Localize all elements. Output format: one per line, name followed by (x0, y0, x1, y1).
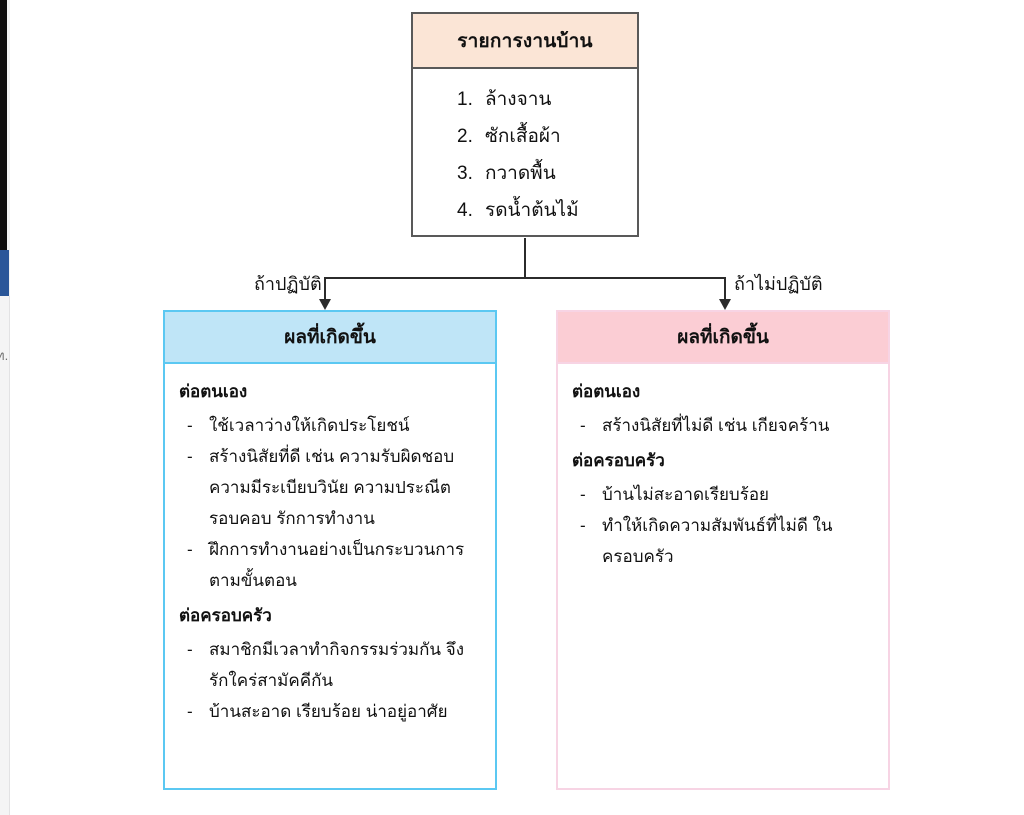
group-heading-self: ต่อตนเอง (572, 382, 641, 401)
list-item: 1. ล้างจาน (457, 81, 637, 118)
task-label: ซักเสื้อผ้า (485, 126, 561, 147)
background-partial-text: ท. (0, 348, 9, 363)
positive-outcome-node: ผลที่เกิดขึ้น ต่อตนเอง ใช้เวลาว่างให้เกิ… (163, 310, 497, 790)
background-edge-line (9, 296, 10, 815)
negative-outcome-title: ผลที่เกิดขึ้น (677, 327, 769, 348)
task-label: รดน้ำต้นไม้ (485, 200, 579, 221)
tasks-node-body: 1. ล้างจาน 2. ซักเสื้อผ้า 3. กวาดพื้น 4. รดน… (413, 69, 637, 235)
edge-label-if-not-do: ถ้าไม่ปฏิบัติ (734, 274, 823, 294)
background-blue-band (0, 250, 9, 296)
connector-horizontal-bus (324, 277, 726, 279)
task-number: 3. (457, 163, 473, 184)
list-item: สร้างนิสัยที่ดี เช่น ความรับผิดชอบ ความม… (179, 441, 483, 534)
positive-outcome-body: ต่อตนเอง ใช้เวลาว่างให้เกิดประโยชน์ สร้า… (165, 364, 495, 727)
connector-stem (524, 238, 526, 278)
negative-self-bullets: สร้างนิสัยที่ไม่ดี เช่น เกียจคร้าน (572, 410, 876, 441)
tasks-node-title: รายการงานบ้าน (457, 30, 593, 52)
negative-outcome-body: ต่อตนเอง สร้างนิสัยที่ไม่ดี เช่น เกียจคร… (558, 364, 888, 572)
group-heading-self: ต่อตนเอง (179, 382, 248, 401)
list-item: สร้างนิสัยที่ไม่ดี เช่น เกียจคร้าน (572, 410, 876, 441)
list-item: 3. กวาดพื้น (457, 155, 637, 192)
positive-outcome-header: ผลที่เกิดขึ้น (165, 312, 495, 364)
list-item: ใช้เวลาว่างให้เกิดประโยชน์ (179, 410, 483, 441)
negative-family-bullets: บ้านไม่สะอาดเรียบร้อย ทำให้เกิดความสัมพั… (572, 479, 876, 572)
task-number: 1. (457, 89, 473, 110)
arrowhead-right-icon (719, 299, 731, 310)
list-item: ฝึกการทำงานอย่างเป็นกระบวนการ ตามขั้นตอน (179, 534, 483, 596)
background-partial-text-secondary: | (0, 398, 1, 410)
positive-self-bullets: ใช้เวลาว่างให้เกิดประโยชน์ สร้างนิสัยที่… (179, 410, 483, 596)
task-label: กวาดพื้น (485, 163, 556, 184)
tasks-node-header: รายการงานบ้าน (413, 14, 637, 69)
edge-label-if-do: ถ้าปฏิบัติ (254, 274, 322, 294)
background-gray-band (0, 296, 10, 815)
positive-family-bullets: สมาชิกมีเวลาทำกิจกรรมร่วมกัน จึงรักใคร่ส… (179, 634, 483, 727)
tasks-node: รายการงานบ้าน 1. ล้างจาน 2. ซักเสื้อผ้า 3.… (411, 12, 639, 237)
background-dark-band (0, 0, 7, 250)
list-item: บ้านไม่สะอาดเรียบร้อย (572, 479, 876, 510)
list-item: สมาชิกมีเวลาทำกิจกรรมร่วมกัน จึงรักใคร่ส… (179, 634, 483, 696)
group-heading-family: ต่อครอบครัว (179, 606, 272, 625)
group-heading-family: ต่อครอบครัว (572, 451, 665, 470)
connector-left-drop (324, 277, 326, 301)
negative-outcome-header: ผลที่เกิดขึ้น (558, 312, 888, 364)
list-item: 4. รดน้ำต้นไม้ (457, 192, 637, 229)
negative-outcome-node: ผลที่เกิดขึ้น ต่อตนเอง สร้างนิสัยที่ไม่ด… (556, 310, 890, 790)
positive-outcome-title: ผลที่เกิดขึ้น (284, 327, 376, 348)
task-number: 2. (457, 126, 473, 147)
list-item: ทำให้เกิดความสัมพันธ์ที่ไม่ดี ในครอบครัว (572, 510, 876, 572)
arrowhead-left-icon (319, 299, 331, 310)
task-label: ล้างจาน (485, 89, 552, 110)
task-list: 1. ล้างจาน 2. ซักเสื้อผ้า 3. กวาดพื้น 4. รดน… (413, 81, 637, 229)
task-number: 4. (457, 200, 473, 221)
connector-right-drop (724, 277, 726, 301)
list-item: 2. ซักเสื้อผ้า (457, 118, 637, 155)
list-item: บ้านสะอาด เรียบร้อย น่าอยู่อาศัย (179, 696, 483, 727)
